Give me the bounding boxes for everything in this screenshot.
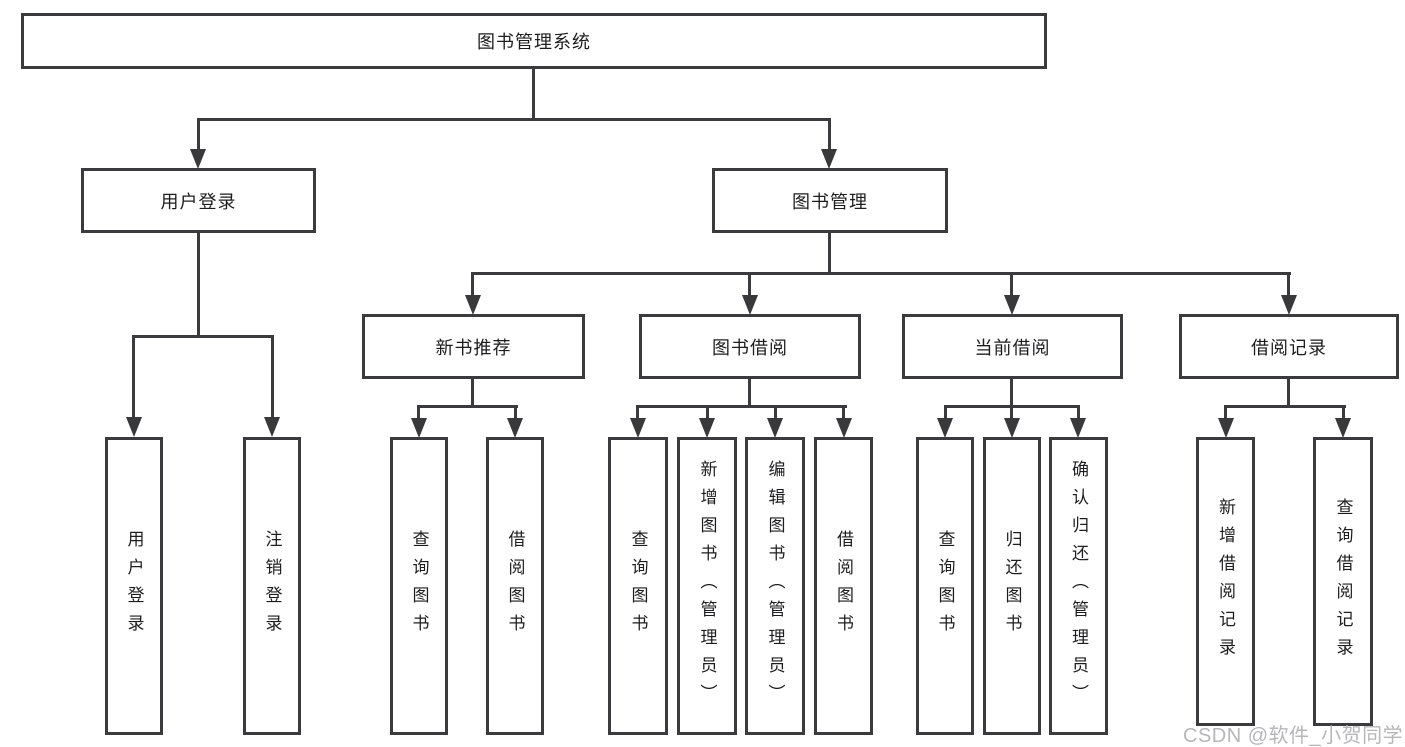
connector-arm-current-borrow bbox=[1010, 272, 1013, 298]
connector-arm-leaf bbox=[774, 405, 777, 419]
connector-root-stub bbox=[532, 68, 535, 121]
leaf-label: 注销登录 bbox=[262, 530, 282, 642]
connector-arm-leaf bbox=[1077, 405, 1080, 419]
leaf-return-books: 归还图书 bbox=[983, 437, 1041, 735]
node-user-login-branch: 用户登录 bbox=[81, 168, 316, 233]
connector-arm-leaf bbox=[514, 405, 517, 419]
leaf-confirm-return-admin: 确认归还（管理员） bbox=[1049, 437, 1108, 735]
connector-book-mgmt-stub bbox=[828, 231, 831, 275]
arrowhead-leaf bbox=[1218, 418, 1234, 438]
leaf-label: 归还图书 bbox=[1002, 530, 1022, 642]
node-book-mgmt-branch: 图书管理 bbox=[712, 168, 948, 233]
connector-user-login-hline bbox=[132, 335, 274, 338]
leaf-label: 借阅图书 bbox=[834, 530, 853, 642]
node-label: 图书借阅 bbox=[712, 337, 788, 358]
arrowhead-leaf bbox=[1070, 418, 1086, 438]
connector-user-login-stub bbox=[197, 230, 200, 337]
connector-arm-leaf bbox=[706, 405, 709, 419]
connector-book-borrow-hline bbox=[636, 405, 847, 408]
arrowhead-leaf bbox=[630, 418, 646, 438]
leaf-query-books-1: 查询图书 bbox=[390, 437, 448, 735]
leaf-label: 用户登录 bbox=[124, 530, 144, 642]
connector-arm-leaf-login bbox=[132, 335, 135, 417]
node-new-books: 新书推荐 bbox=[362, 314, 585, 379]
arrowhead-leaf-login bbox=[126, 417, 142, 437]
node-borrow-records: 借阅记录 bbox=[1179, 314, 1399, 379]
arrowhead-new-books bbox=[465, 295, 481, 315]
node-root: 图书管理系统 bbox=[21, 13, 1047, 69]
node-root-label: 图书管理系统 bbox=[477, 32, 591, 52]
connector-arm-new-books bbox=[471, 272, 474, 298]
arrowhead-leaf bbox=[699, 418, 715, 438]
connector-book-borrow-stub bbox=[748, 379, 751, 408]
connector-borrow-records-stub bbox=[1287, 379, 1290, 408]
leaf-label: 新增图书（管理员） bbox=[697, 460, 717, 712]
arrowhead-leaf bbox=[507, 418, 523, 438]
connector-arm-leaf-logout bbox=[271, 335, 274, 417]
node-current-borrow: 当前借阅 bbox=[902, 314, 1123, 379]
arrowhead-leaf bbox=[767, 418, 783, 438]
leaf-add-books-admin: 新增图书（管理员） bbox=[677, 437, 737, 735]
connector-arm-leaf bbox=[944, 405, 947, 419]
arrowhead-leaf bbox=[411, 418, 427, 438]
connector-new-books-stub bbox=[471, 379, 474, 408]
node-label: 借阅记录 bbox=[1251, 337, 1327, 358]
connector-arm-user-login bbox=[197, 118, 200, 151]
leaf-logout: 注销登录 bbox=[243, 437, 301, 735]
arrowhead-current-borrow bbox=[1004, 295, 1020, 315]
connector-level1-hline bbox=[197, 118, 831, 121]
leaf-user-login: 用户登录 bbox=[105, 437, 163, 735]
arrowhead-leaf bbox=[836, 418, 852, 438]
arrowhead-leaf bbox=[1335, 418, 1351, 438]
leaf-query-borrow-record: 查询借阅记录 bbox=[1313, 437, 1373, 726]
node-label: 当前借阅 bbox=[974, 337, 1051, 358]
arrowhead-borrow-records bbox=[1281, 295, 1297, 315]
node-book-borrow: 图书借阅 bbox=[639, 314, 861, 379]
leaf-label: 编辑图书（管理员） bbox=[765, 460, 785, 712]
connector-current-borrow-stub bbox=[1010, 379, 1013, 408]
connector-arm-book-borrow bbox=[748, 272, 751, 298]
connector-level3-hline bbox=[472, 272, 1291, 275]
node-label: 新书推荐 bbox=[435, 337, 512, 358]
leaf-label: 查询图书 bbox=[628, 530, 648, 642]
connector-arm-leaf bbox=[1224, 405, 1227, 419]
arrowhead-book-mgmt bbox=[821, 149, 837, 169]
connector-borrow-records-hline bbox=[1224, 405, 1346, 408]
leaf-label: 借阅图书 bbox=[505, 530, 525, 642]
connector-arm-leaf bbox=[417, 405, 420, 419]
connector-arm-book-mgmt bbox=[828, 118, 831, 151]
node-label: 图书管理 bbox=[792, 191, 868, 212]
leaf-label: 查询图书 bbox=[935, 530, 955, 642]
arrowhead-leaf bbox=[1004, 418, 1020, 438]
arrowhead-book-borrow bbox=[742, 295, 758, 315]
connector-arm-leaf bbox=[636, 405, 639, 419]
arrowhead-leaf-logout bbox=[264, 417, 280, 437]
leaf-borrow-books-1: 借阅图书 bbox=[486, 437, 544, 735]
connector-arm-leaf bbox=[842, 405, 845, 419]
connector-arm-leaf bbox=[1342, 405, 1345, 419]
leaf-label: 查询图书 bbox=[409, 530, 429, 642]
leaf-query-books-2: 查询图书 bbox=[608, 437, 668, 735]
arrowhead-leaf bbox=[937, 418, 953, 438]
leaf-borrow-books-2: 借阅图书 bbox=[814, 437, 873, 735]
leaf-edit-books-admin: 编辑图书（管理员） bbox=[745, 437, 805, 735]
leaf-label: 查询借阅记录 bbox=[1333, 497, 1353, 666]
connector-new-books-hline bbox=[417, 405, 518, 408]
leaf-label: 新增借阅记录 bbox=[1216, 497, 1235, 666]
node-label: 用户登录 bbox=[160, 191, 237, 212]
watermark: CSDN @软件_小贺同学 bbox=[1183, 725, 1404, 747]
arrowhead-user-login bbox=[190, 149, 206, 169]
connector-arm-borrow-records bbox=[1287, 272, 1290, 298]
leaf-label: 确认归还（管理员） bbox=[1069, 460, 1088, 712]
leaf-query-books-3: 查询图书 bbox=[916, 437, 974, 735]
leaf-add-borrow-record: 新增借阅记录 bbox=[1196, 437, 1255, 726]
connector-arm-leaf bbox=[1010, 405, 1013, 419]
